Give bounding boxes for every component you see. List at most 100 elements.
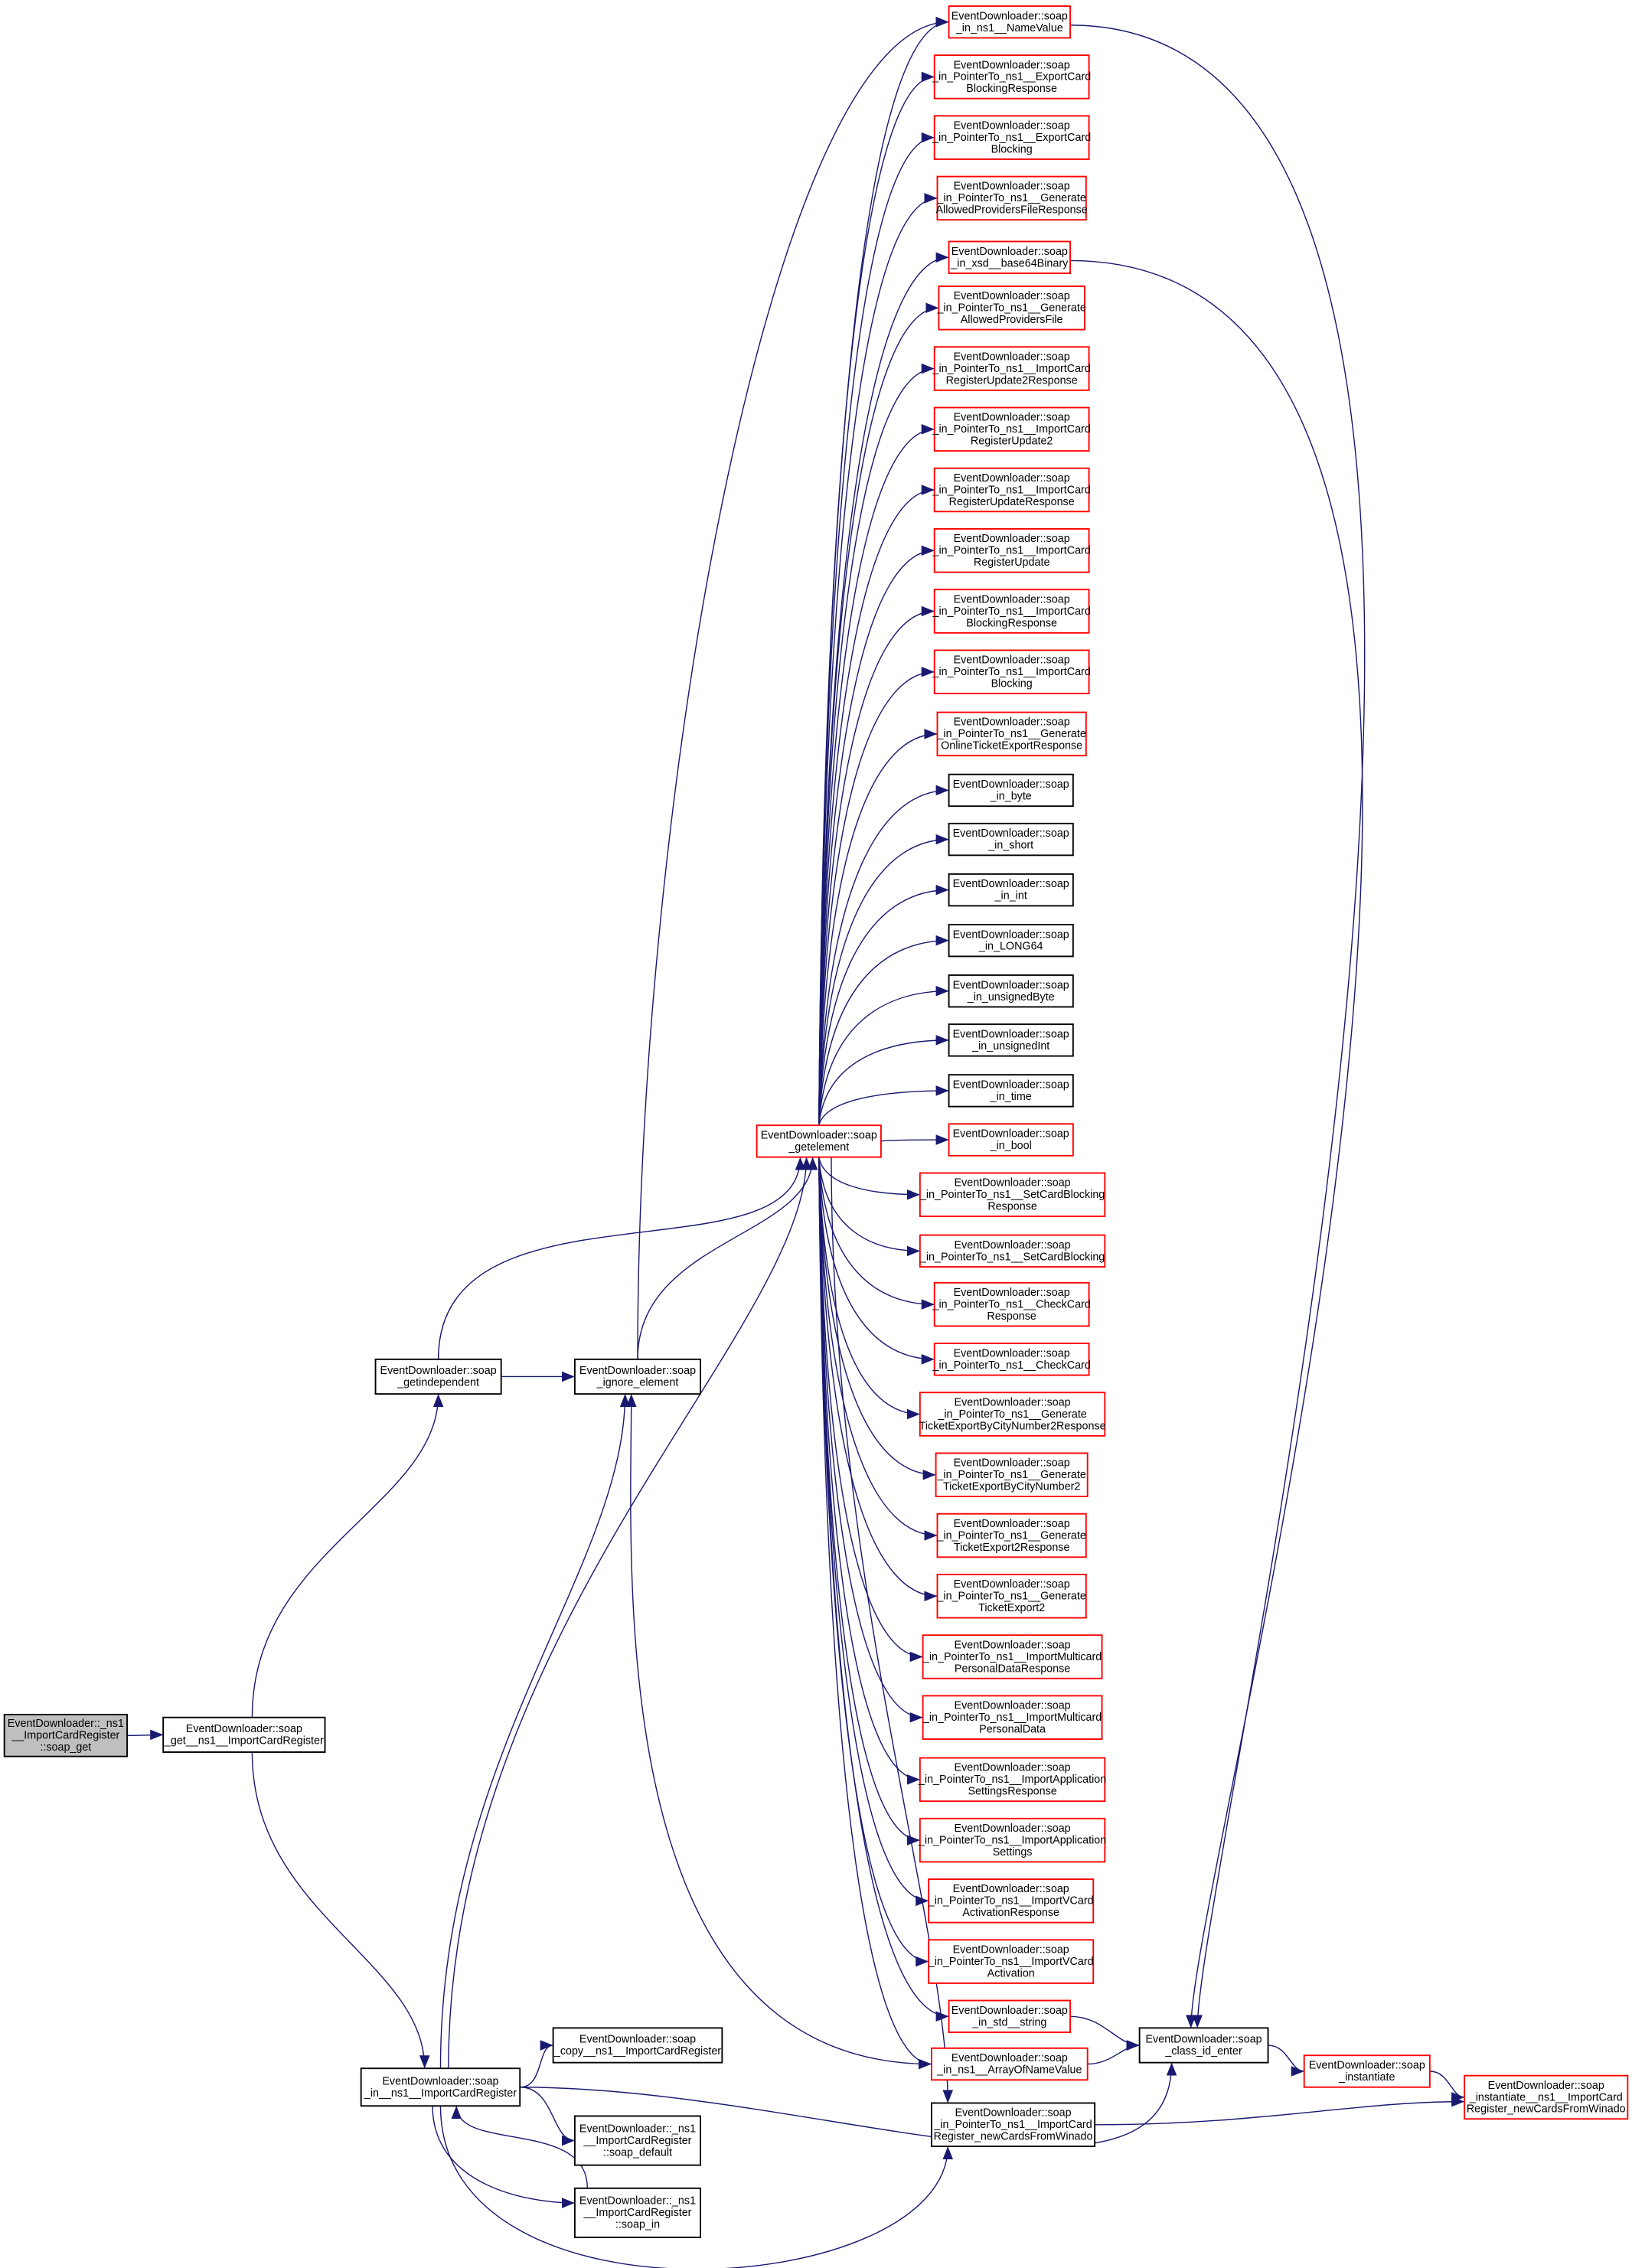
graph-node-n6[interactable]: EventDownloader::_ns1__ImportCardRegiste… [573, 2115, 702, 2166]
node-label-line: _copy__ns1__ImportCardRegister [553, 2045, 721, 2058]
edge-n4-to-n6 [520, 2087, 575, 2146]
graph-node-c9[interactable]: EventDownloader::soap_in_PointerTo_ns1__… [932, 528, 1091, 573]
graph-node-r2[interactable]: EventDownloader::soap_instantiate__ns1__… [1464, 2074, 1629, 2120]
graph-node-c17[interactable]: EventDownloader::soap_in_unsignedByte [948, 974, 1074, 1008]
node-label-line: _in_short [987, 840, 1033, 852]
node-label-line: _in_std__string [971, 2016, 1046, 2028]
graph-node-c35[interactable]: EventDownloader::soap_in_std__string [948, 1999, 1072, 2033]
node-label-line: EventDownloader::soap [954, 593, 1070, 605]
graph-node-n7[interactable]: EventDownloader::_ns1__ImportCardRegiste… [573, 2187, 702, 2238]
node-label-line: _in_PointerTo_ns1__Generate [936, 192, 1085, 204]
graph-node-c22[interactable]: EventDownloader::soap_in_PointerTo_ns1__… [919, 1234, 1106, 1268]
node-label-line: EventDownloader::_ns1 [8, 1718, 124, 1730]
graph-node-c16[interactable]: EventDownloader::soap_in_LONG64 [948, 923, 1074, 958]
graph-node-c28[interactable]: EventDownloader::soap_in_PointerTo_ns1__… [936, 1574, 1087, 1619]
node-label-line: ::soap_get [40, 1741, 91, 1754]
node-label-line: EventDownloader::soap [761, 1130, 877, 1142]
node-label-line: _in_PointerTo_ns1__SetCardBlocking [919, 1251, 1105, 1263]
node-label-line: ::soap_in [615, 2219, 660, 2231]
edge-n8-to-c30 [818, 1157, 923, 1723]
node-label-line: _in_unsignedInt [971, 1040, 1049, 1052]
graph-node-c0[interactable]: EventDownloader::soap_in_ns1__NameValue [948, 5, 1072, 39]
edge-n8-to-c20 [880, 1134, 949, 1145]
node-label-line: EventDownloader::soap [953, 1079, 1069, 1091]
node-label-line: EventDownloader::soap [955, 1762, 1071, 1774]
node-box [933, 589, 1090, 634]
edge-n7-to-n4 [451, 2106, 589, 2188]
node-label-line: _in_bool [990, 1140, 1032, 1152]
graph-node-c4[interactable]: EventDownloader::soap_in_xsd__base64Bina… [948, 240, 1072, 274]
graph-node-r1[interactable]: EventDownloader::soap_instantiate [1303, 2054, 1431, 2088]
node-label-line: _class_id_enter [1164, 2045, 1242, 2058]
graph-node-n8[interactable]: EventDownloader::soap_getelement [756, 1124, 882, 1158]
node-label-line: EventDownloader::soap [954, 120, 1070, 132]
graph-node-c6[interactable]: EventDownloader::soap_in_PointerTo_ns1__… [932, 346, 1091, 391]
node-label-line: _in_PointerTo_ns1__ImportCard [933, 2119, 1092, 2131]
node-box [919, 1757, 1106, 1803]
graph-node-c8[interactable]: EventDownloader::soap_in_PointerTo_ns1__… [932, 467, 1091, 513]
edge-n1-to-n2 [251, 1394, 444, 1718]
edge-n1-to-n4 [251, 1752, 430, 2069]
graph-node-n5[interactable]: EventDownloader::soap_copy__ns1__ImportC… [552, 2027, 723, 2064]
graph-node-c20[interactable]: EventDownloader::soap_in_bool [948, 1123, 1074, 1157]
graph-node-c25[interactable]: EventDownloader::soap_in_PointerTo_ns1__… [919, 1392, 1106, 1437]
edge-n8-to-c36 [818, 1157, 932, 2070]
edge-n8-to-c27 [818, 1157, 938, 1541]
node-label-line: _in_PointerTo_ns1__ImportVCard [928, 1956, 1094, 1968]
graph-node-c12[interactable]: EventDownloader::soap_in_PointerTo_ns1__… [936, 711, 1087, 757]
graph-node-c15[interactable]: EventDownloader::soap_in_int [948, 873, 1074, 907]
graph-node-c13[interactable]: EventDownloader::soap_in_byte [948, 773, 1074, 808]
graph-node-c29[interactable]: EventDownloader::soap_in_PointerTo_ns1__… [922, 1634, 1103, 1679]
graph-node-n1[interactable]: EventDownloader::soap_get__ns1__ImportCa… [162, 1716, 326, 1753]
graph-node-c14[interactable]: EventDownloader::soap_in_short [948, 822, 1074, 857]
graph-node-c32[interactable]: EventDownloader::soap_in_PointerTo_ns1__… [918, 1817, 1106, 1863]
graph-node-c30[interactable]: EventDownloader::soap_in_PointerTo_ns1__… [922, 1695, 1103, 1740]
node-label-line: _instantiate [1338, 2071, 1395, 2084]
node-label-line: Register_newCardsFromWinado [1467, 2103, 1626, 2116]
node-box [162, 1716, 326, 1753]
graph-node-n4[interactable]: EventDownloader::soap_in__ns1__ImportCar… [360, 2067, 521, 2107]
graph-node-c36[interactable]: EventDownloader::soap_in_ns1__ArrayOfNam… [930, 2047, 1089, 2081]
edge-n8-to-c16 [818, 935, 949, 1126]
node-label-line: RegisterUpdateResponse [949, 496, 1075, 508]
node-label-line: EventDownloader::soap [955, 1177, 1071, 1189]
node-box [928, 1939, 1095, 1984]
node-label-line: _in_time [990, 1091, 1032, 1103]
node-label-line: EventDownloader::soap [380, 1365, 497, 1377]
graph-node-c31[interactable]: EventDownloader::soap_in_PointerTo_ns1__… [918, 1757, 1106, 1803]
node-label-line: _in_PointerTo_ns1__Generate [937, 1408, 1086, 1421]
node-box [933, 54, 1090, 100]
graph-node-c37[interactable]: EventDownloader::soap_in_PointerTo_ns1__… [930, 2102, 1096, 2148]
graph-node-c18[interactable]: EventDownloader::soap_in_unsignedInt [948, 1023, 1074, 1057]
node-label-line: EventDownloader::soap [953, 878, 1069, 890]
edge-n8-to-c35 [818, 1157, 949, 2022]
edge-c4-to-r0 [1070, 259, 1363, 2028]
graph-node-c19[interactable]: EventDownloader::soap_in_time [948, 1074, 1074, 1108]
edge-n8-to-c7 [818, 424, 935, 1126]
graph-node-r0[interactable]: EventDownloader::soap_class_id_enter [1138, 2027, 1269, 2064]
graph-node-c11[interactable]: EventDownloader::soap_in_PointerTo_ns1__… [932, 649, 1091, 694]
graph-node-n2[interactable]: EventDownloader::soap_getindependent [374, 1358, 502, 1395]
graph-node-c27[interactable]: EventDownloader::soap_in_PointerTo_ns1__… [936, 1513, 1087, 1558]
graph-node-c23[interactable]: EventDownloader::soap_in_PointerTo_ns1__… [932, 1281, 1091, 1327]
node-box [948, 1123, 1074, 1157]
graph-node-c34[interactable]: EventDownloader::soap_in_PointerTo_ns1__… [928, 1939, 1095, 1984]
graph-node-c3[interactable]: EventDownloader::soap_in_PointerTo_ns1__… [935, 175, 1088, 221]
graph-node-c21[interactable]: EventDownloader::soap_in_PointerTo_ns1__… [919, 1172, 1106, 1217]
node-box [922, 1695, 1103, 1740]
node-label-line: AllowedProvidersFileResponse [935, 204, 1087, 217]
graph-node-c2[interactable]: EventDownloader::soap_in_PointerTo_ns1__… [932, 115, 1091, 160]
node-label-line: EventDownloader::soap [382, 2075, 498, 2087]
graph-node-c7[interactable]: EventDownloader::soap_in_PointerTo_ns1__… [932, 406, 1091, 452]
graph-node-c1[interactable]: EventDownloader::soap_in_PointerTo_ns1__… [932, 54, 1091, 100]
graph-node-c24[interactable]: EventDownloader::soap_in_PointerTo_ns1__… [932, 1343, 1091, 1376]
node-box [948, 873, 1074, 907]
node-label-line: _getindependent [397, 1377, 479, 1389]
node-label-line: _in__ns1__ImportCardRegister [364, 2087, 517, 2100]
graph-node-c10[interactable]: EventDownloader::soap_in_PointerTo_ns1__… [932, 589, 1091, 634]
graph-node-n3[interactable]: EventDownloader::soap_ignore_element [573, 1358, 702, 1395]
graph-node-c33[interactable]: EventDownloader::soap_in_PointerTo_ns1__… [928, 1878, 1095, 1924]
node-label-line: EventDownloader::soap [954, 716, 1070, 729]
graph-node-c5[interactable]: EventDownloader::soap_in_PointerTo_ns1__… [936, 286, 1086, 331]
graph-node-c26[interactable]: EventDownloader::soap_in_PointerTo_ns1__… [935, 1452, 1089, 1498]
